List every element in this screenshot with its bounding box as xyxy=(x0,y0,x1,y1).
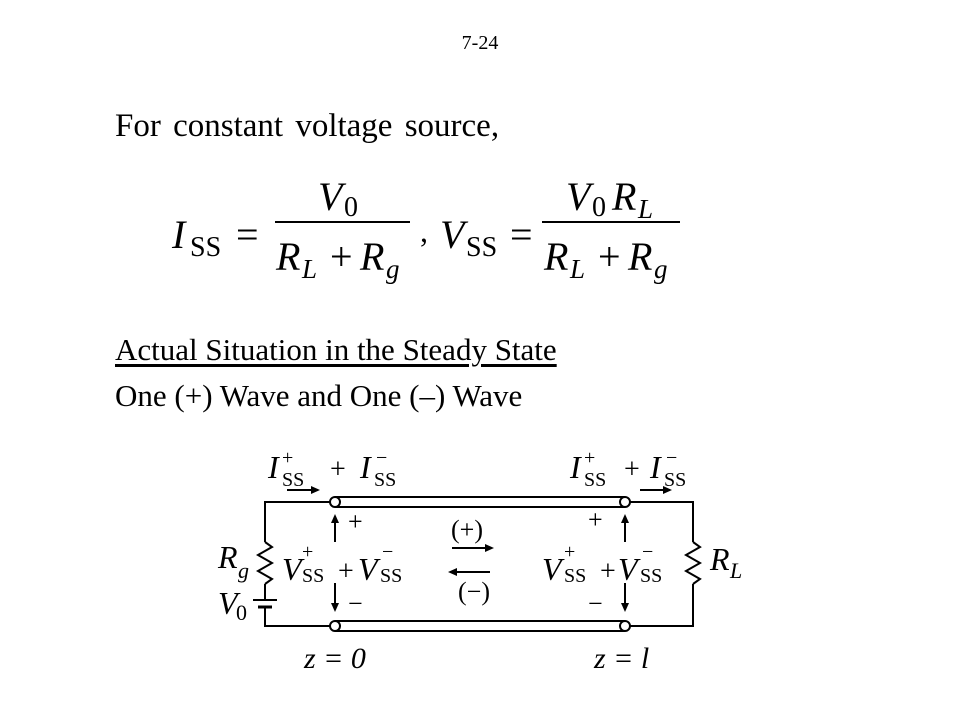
eq1-numerator-symbol: V xyxy=(318,174,347,219)
left-current-symbol-2: I xyxy=(359,449,372,485)
eq2-numerator-r-sub: L xyxy=(637,194,653,224)
right-voltage-sup-plus: + xyxy=(564,541,575,563)
source-voltage-subscript: 0 xyxy=(236,600,247,625)
right-current-sub-2: SS xyxy=(664,469,686,491)
right-voltage-sub-1: SS xyxy=(564,565,586,587)
eq1-denom-plus: + xyxy=(330,234,353,279)
backward-wave-arrowhead xyxy=(448,568,457,576)
position-label-z-end: z = l xyxy=(593,642,649,675)
load-wire-bottom xyxy=(630,584,694,627)
left-voltage-symbol-2: V xyxy=(358,551,381,587)
forward-wave-label: (+) xyxy=(451,515,483,544)
eq1-denom-r2: R xyxy=(359,234,384,279)
eq2-numerator-v: V xyxy=(566,174,595,219)
eq2-denom-plus: + xyxy=(598,234,621,279)
left-polarity-plus: + xyxy=(348,507,363,536)
left-current-symbol-1: I xyxy=(267,449,280,485)
left-polarity-minus: − xyxy=(348,589,363,618)
left-voltage-sub-2: SS xyxy=(380,565,402,587)
right-polarity-minus: − xyxy=(588,589,603,618)
eq2-denom-r2-sub: g xyxy=(654,254,668,284)
right-voltage-plus: + xyxy=(600,556,616,587)
voltage-arrowhead-left-down xyxy=(331,603,339,612)
backward-wave-label: (−) xyxy=(458,577,490,606)
left-current-sub-2: SS xyxy=(374,469,396,491)
terminal-top-right xyxy=(619,496,631,508)
current-arrowhead-right xyxy=(663,486,672,494)
left-current-sup-minus: − xyxy=(376,447,387,469)
right-current-symbol-2: I xyxy=(649,449,662,485)
left-voltage-symbol-1: V xyxy=(282,551,305,587)
eq2-numerator-r: R xyxy=(611,174,636,219)
load-resistor-zigzag xyxy=(683,541,703,585)
eq2-lhs-subscript: SS xyxy=(466,232,497,263)
generator-wire-top xyxy=(264,501,330,542)
terminal-bottom-left xyxy=(329,620,341,632)
right-current-sup-minus: − xyxy=(666,447,677,469)
generator-resistor-zigzag xyxy=(255,541,275,585)
terminal-top-left xyxy=(329,496,341,508)
section-heading: Actual Situation in the Steady State xyxy=(115,332,557,367)
intro-text: For constant voltage source, xyxy=(115,108,500,144)
eq1-equals: = xyxy=(236,212,259,257)
left-voltage-sup-plus: + xyxy=(302,541,313,563)
eq-comma: , xyxy=(420,213,428,249)
page-number: 7-24 xyxy=(461,32,499,54)
load-wire-top xyxy=(630,501,694,542)
forward-wave-arrowhead xyxy=(485,544,494,552)
right-current-sup-plus: + xyxy=(584,447,595,469)
eq2-denom-r2: R xyxy=(627,234,652,279)
load-resistor-symbol: R xyxy=(709,541,730,577)
right-voltage-symbol-1: V xyxy=(542,551,565,587)
voltage-arrowhead-right-down xyxy=(621,603,629,612)
load-resistor-subscript: L xyxy=(729,558,742,583)
source-voltage-symbol: V xyxy=(218,585,241,621)
right-current-plus: + xyxy=(624,454,640,485)
voltage-arrowhead-right-up xyxy=(621,514,629,523)
voltage-arrowhead-left-up xyxy=(331,514,339,523)
eq1-lhs-symbol: I xyxy=(171,212,187,257)
left-current-sup-plus: + xyxy=(282,447,293,469)
right-current-symbol-1: I xyxy=(569,449,582,485)
eq2-lhs-symbol: V xyxy=(440,212,469,257)
right-voltage-sup-minus: − xyxy=(642,541,653,563)
eq2-denom-r1: R xyxy=(543,234,568,279)
eq2-numerator-v-sub: 0 xyxy=(592,192,606,223)
generator-wire-bottom xyxy=(264,607,330,627)
eq1-denom-r1-sub: L xyxy=(301,254,317,284)
terminal-bottom-right xyxy=(619,620,631,632)
right-current-sub-1: SS xyxy=(584,469,606,491)
left-voltage-plus: + xyxy=(338,556,354,587)
left-voltage-sup-minus: − xyxy=(382,541,393,563)
eq1-denom-r2-sub: g xyxy=(386,254,400,284)
left-current-sub-1: SS xyxy=(282,469,304,491)
left-current-plus: + xyxy=(330,454,346,485)
position-label-z-start: z = 0 xyxy=(303,642,366,675)
right-voltage-symbol-2: V xyxy=(618,551,641,587)
eq1-numerator-subscript: 0 xyxy=(344,192,358,223)
section-subheading: One (+) Wave and One (–) Wave xyxy=(115,378,523,413)
eq1-lhs-subscript: SS xyxy=(190,232,221,263)
current-arrowhead-left xyxy=(311,486,320,494)
right-voltage-sub-2: SS xyxy=(640,565,662,587)
eq2-denom-r1-sub: L xyxy=(569,254,585,284)
right-polarity-plus: + xyxy=(588,505,603,534)
eq2-equals: = xyxy=(510,212,533,257)
generator-resistor-subscript: g xyxy=(238,558,249,583)
generator-resistor-symbol: R xyxy=(217,539,238,575)
eq1-denom-r1: R xyxy=(275,234,300,279)
left-voltage-sub-1: SS xyxy=(302,565,324,587)
